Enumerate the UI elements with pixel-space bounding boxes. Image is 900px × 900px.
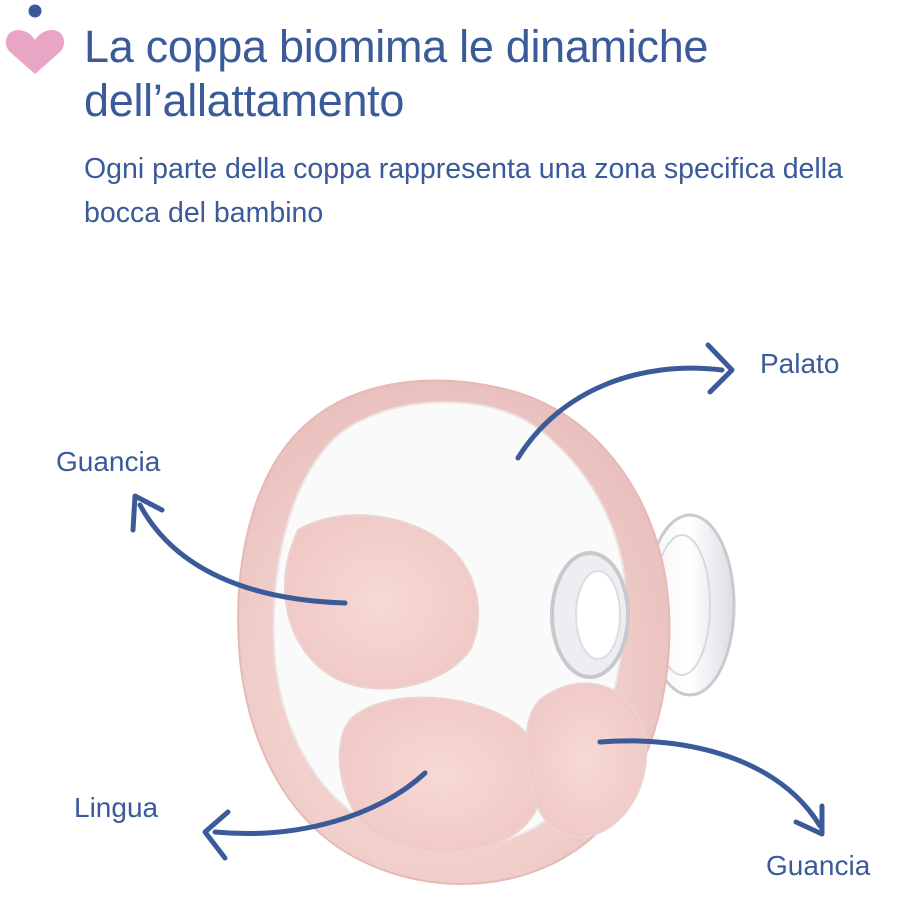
shield-center-hole [550,551,630,679]
arrow-lingua-icon [202,770,428,861]
logo-heart [5,30,65,74]
label-guancia-left: Guancia [56,446,161,477]
petal-cheek-left [284,514,480,690]
page-title: La coppa biomima le dinamiche dell’allat… [84,21,709,126]
logo-dot [28,4,42,18]
label-palato: Palato [760,348,840,379]
petal-cheek-right [525,682,648,839]
label-guancia-right: Guancia [766,850,871,881]
arrow-palato-icon [515,342,735,461]
arrow-guancia-left-icon [130,493,348,606]
brand-logo-icon [5,4,65,74]
petal-tongue [338,696,545,853]
arrow-guancia-right-icon [597,738,825,837]
label-lingua: Lingua [74,792,159,823]
page-subtitle: Ogni parte della coppa rappresenta una z… [84,153,843,229]
